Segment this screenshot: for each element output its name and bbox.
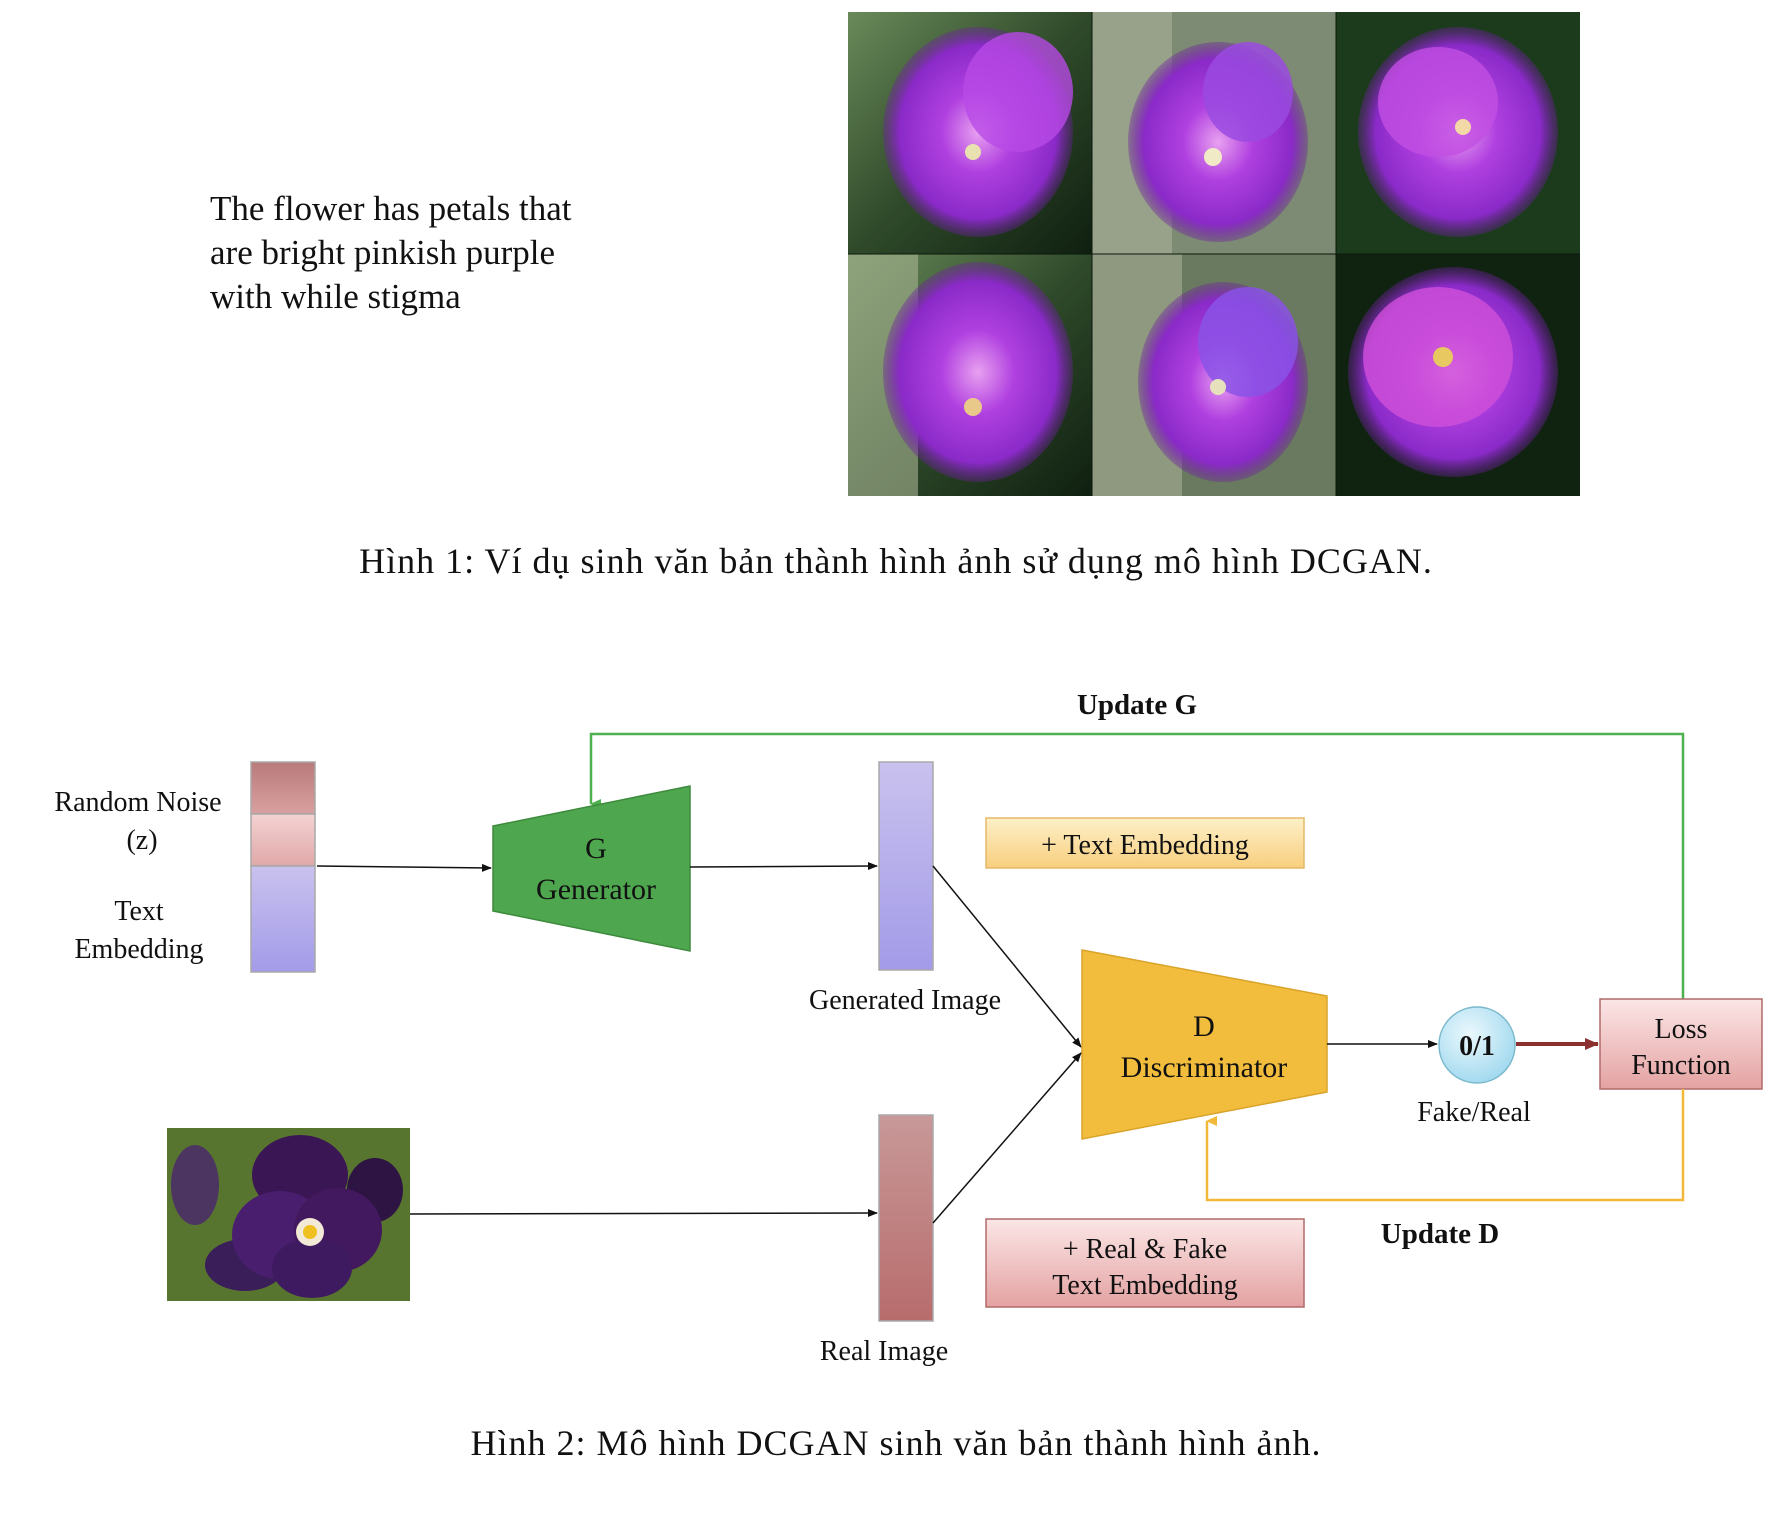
grid-tile [1092,12,1336,254]
update-g-arrow [589,732,1685,1002]
output-label: 0/1 [1459,1031,1495,1062]
generator-name: Generator [536,873,656,906]
noise-vector-bottom [250,813,316,867]
generated-image-bar [878,761,934,971]
figure1-prompt-text: The flower has petals that are bright pi… [210,187,650,319]
grid-tile [1092,254,1336,496]
generated-to-discriminator-arrow [932,865,1082,1048]
real-to-discriminator-arrow [932,1052,1082,1224]
prompt-line: The flower has petals that [210,189,572,228]
generator-letter: G [585,832,607,865]
figure1-caption: Hình 1: Ví dụ sinh văn bản thành hình ản… [359,541,1433,581]
real-fake-label-line1: + Real & Fake [1063,1234,1227,1265]
grid-tile [1336,254,1580,496]
discriminator-block [1081,949,1328,1140]
grid-tile [1336,12,1580,254]
fake-real-label: Fake/Real [1417,1097,1531,1128]
update-d-label: Update D [1381,1218,1499,1250]
text-embedding-vector [250,865,316,973]
loss-function-box [1599,998,1763,1090]
output-circle [1438,1006,1516,1084]
update-g-label: Update G [1077,689,1197,721]
discriminator-name: Discriminator [1121,1051,1288,1084]
grid-tile [848,254,1092,496]
generator-to-image-arrow [689,862,878,871]
generator-block [492,785,691,952]
input-to-generator-arrow [316,863,492,872]
real-image-bar [878,1114,934,1322]
discriminator-letter: D [1193,1010,1215,1043]
noise-vector-top [250,761,316,815]
generated-flower-grid [848,12,1580,496]
embedding-label: Embedding [74,934,203,965]
z-label: (z) [126,825,157,856]
random-noise-label: Random Noise [54,787,221,818]
real-fake-label-line2: Text Embedding [1052,1270,1237,1301]
real-fake-embedding-box [985,1218,1305,1308]
update-d-arrow [1205,1089,1685,1202]
real-image-label: Real Image [820,1336,948,1367]
real-flower-photo [167,1128,410,1301]
photo-to-real-image-arrow [409,1209,878,1218]
loss-label-line1: Loss [1655,1014,1708,1045]
loss-label-line2: Function [1631,1050,1731,1081]
prompt-line: with while stigma [210,277,461,316]
prompt-line: are bright pinkish purple [210,233,556,272]
grid-tile [848,12,1092,254]
text-embedding-box-label: + Text Embedding [1041,830,1249,861]
text-embedding-box [985,817,1305,869]
text-label: Text [114,896,164,927]
figure2-caption: Hình 2: Mô hình DCGAN sinh văn bản thành… [470,1423,1322,1463]
generated-image-label: Generated Image [809,985,1001,1016]
